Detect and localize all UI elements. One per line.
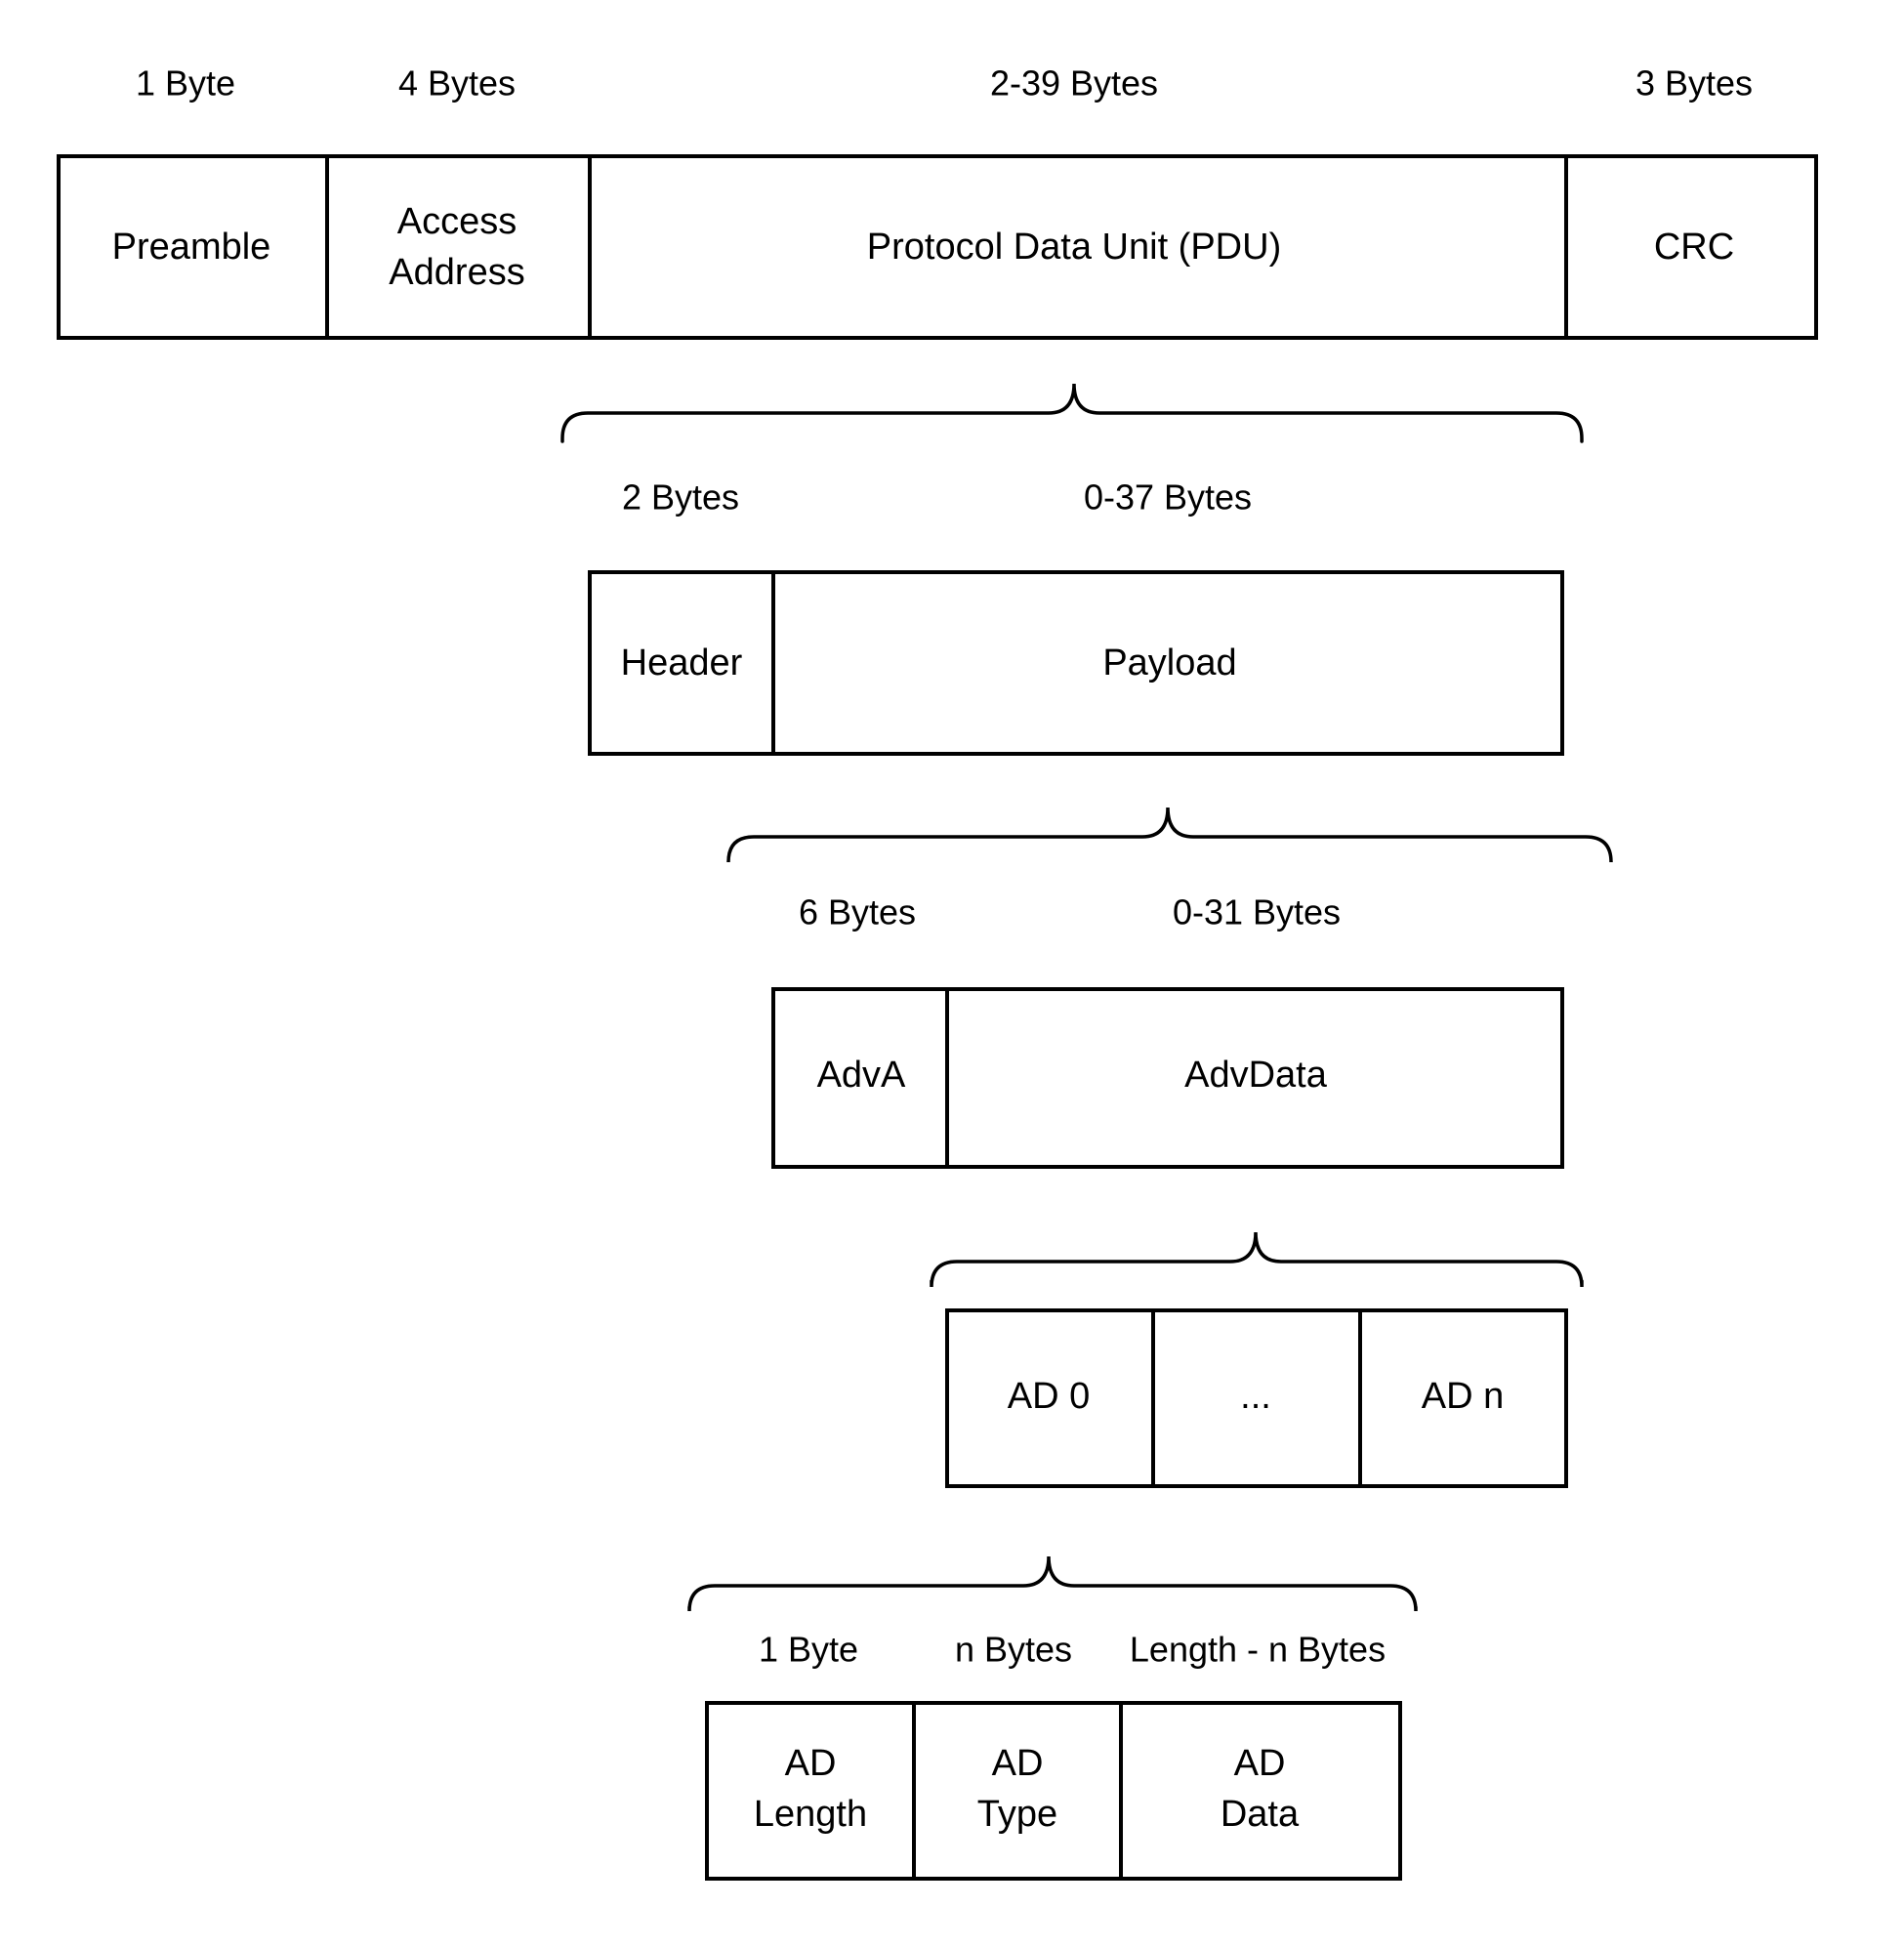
field-label-payload[interactable]: Payload [1102,642,1236,684]
size-label: 0-37 Bytes [1084,477,1252,518]
packet-box-link-layer-packet[interactable] [57,154,1818,340]
brace-pdu-breakdown [560,383,1584,443]
size-label: 3 Bytes [1635,63,1753,104]
size-label: 4 Bytes [398,63,516,104]
field-label-ad-0[interactable]: AD 0 [1008,1376,1090,1417]
field-label-ad-ellipsis[interactable]: ... [1240,1376,1271,1417]
level-advdata-breakdown: AD 0... AD n [930,1231,1584,1488]
size-label: 2-39 Bytes [990,63,1158,104]
brace-payload-breakdown [726,807,1613,863]
brace-ad-structure [687,1555,1418,1612]
field-label-preamble[interactable]: Preamble [112,227,271,268]
field-label-crc[interactable]: CRC [1654,227,1734,268]
field-label-ad-n[interactable]: AD n [1422,1376,1504,1417]
size-label: 1 Byte [136,63,235,104]
brace-advdata-breakdown [930,1231,1584,1288]
packet-box-pdu-breakdown[interactable] [588,570,1564,756]
size-label: 6 Bytes [799,892,916,933]
field-label-pdu[interactable]: Protocol Data Unit (PDU) [867,227,1281,268]
packet-box-payload-breakdown[interactable] [771,987,1564,1169]
size-label: 0-31 Bytes [1173,892,1341,933]
packet-box-advdata-breakdown[interactable] [945,1308,1568,1488]
size-label: Length - n Bytes [1130,1630,1386,1670]
size-label: n Bytes [955,1630,1072,1670]
size-label: 2 Bytes [622,477,739,518]
size-label: 1 Byte [759,1630,858,1670]
field-label-header[interactable]: Header [621,642,743,684]
field-label-advdata[interactable]: AdvData [1184,1055,1328,1096]
field-label-adva[interactable]: AdvA [817,1055,906,1096]
packet-box-ad-structure[interactable] [705,1701,1402,1881]
